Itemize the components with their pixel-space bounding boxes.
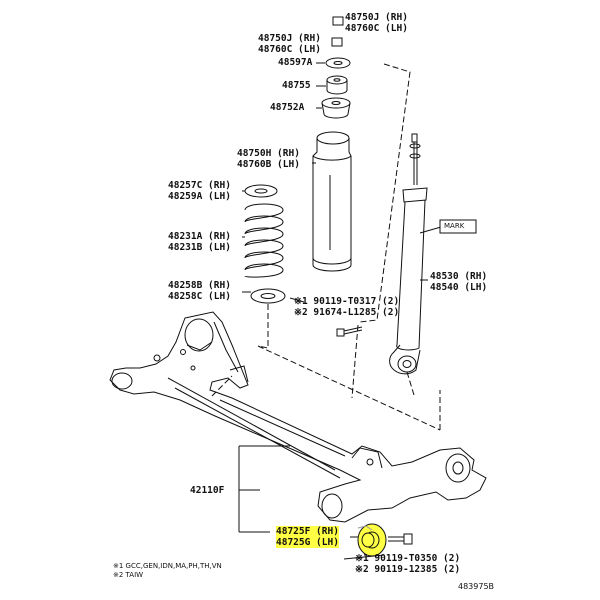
mark-box <box>439 219 477 234</box>
shock-absorber-48530 <box>389 133 428 375</box>
label-48530: 48530 (RH) <box>430 271 488 282</box>
bolt-90119-t0317 <box>336 326 363 337</box>
label-48258b: 48258B (RH) <box>168 280 231 291</box>
leader-lines <box>238 62 442 560</box>
label-42110f: 42110F <box>190 485 225 496</box>
label-90119-12385: ※2 90119-12385 (2) <box>355 564 461 575</box>
label-48725g: 48725G (LH) <box>276 537 339 548</box>
label-48597a: 48597A <box>278 57 313 68</box>
label-48540: 48540 (LH) <box>430 282 488 293</box>
label-48750h: 48750H (RH) <box>237 148 300 159</box>
nut-48750j-lower <box>331 37 343 47</box>
note-2: ※2 TAIW <box>113 571 144 579</box>
nut-48750j <box>332 16 344 26</box>
label-90119-t0317: ※1 90119-T0317 (2) <box>294 296 400 307</box>
bushing-48752a <box>321 97 351 119</box>
label-48760b: 48760B (LH) <box>237 159 300 170</box>
bushing-48755 <box>326 75 348 95</box>
label-48725f: 48725F (RH) <box>276 526 339 537</box>
bushing-48725f <box>357 523 387 557</box>
bump-stop-boot-48750h <box>312 131 352 272</box>
note-1: ※1 GCC,GEN,IDN,MA,PH,TH,VN <box>113 562 222 570</box>
label-48750j: 48750J (RH) <box>258 33 321 44</box>
assembly-lines <box>211 63 441 431</box>
label-48258c: 48258C (LH) <box>168 291 231 302</box>
axle-beam-42110f <box>109 311 487 523</box>
washer-48597a <box>325 57 351 69</box>
label-91674-l1285: ※2 91674-L1285 (2) <box>294 307 400 318</box>
figure-id: 483975B <box>458 582 495 591</box>
label-mark: MARK <box>444 222 465 230</box>
spring-seat-upper-48257c <box>244 184 278 198</box>
coil-spring-48231a <box>244 203 284 278</box>
label-48760c: 48760C (LH) <box>258 44 321 55</box>
bolt-90119-t0350 <box>388 533 413 545</box>
label-48259a: 48259A (LH) <box>168 191 231 202</box>
label-90119-t0350: ※1 90119-T0350 (2) <box>355 553 461 564</box>
spring-seat-lower-48258b <box>250 288 286 304</box>
label-48750j-top: 48750J (RH) <box>345 12 408 23</box>
label-48231b: 48231B (LH) <box>168 242 231 253</box>
label-48752a: 48752A <box>270 102 305 113</box>
label-48755: 48755 <box>282 80 311 91</box>
label-48257c: 48257C (RH) <box>168 180 231 191</box>
label-48231a: 48231A (RH) <box>168 231 231 242</box>
label-48760c-top: 48760C (LH) <box>345 23 408 34</box>
